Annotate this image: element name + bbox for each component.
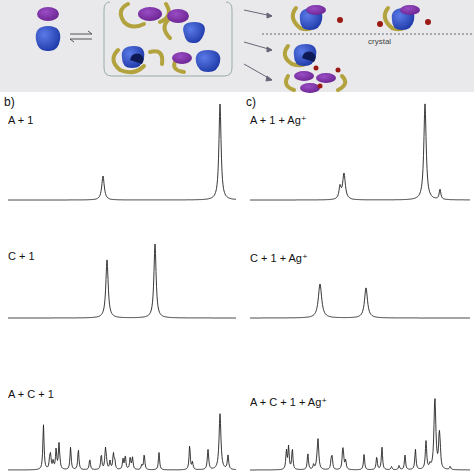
panel-letter: b)	[4, 96, 15, 109]
spectrum-label: C + 1	[8, 250, 35, 262]
dotted-divider	[262, 34, 474, 35]
scheme-panel	[0, 0, 474, 92]
complexes	[113, 4, 220, 72]
nmr-trace	[8, 244, 236, 318]
spectrum-label: A + 1 + Ag⁺	[250, 114, 307, 126]
silver-aggregate	[286, 66, 345, 94]
phase-label: crystal	[368, 38, 391, 47]
reaction-arrows	[244, 10, 272, 81]
nmr-trace	[250, 104, 470, 200]
solution-complex	[285, 44, 316, 66]
spectrum-label: A + C + 1 + Ag⁺	[250, 396, 327, 408]
nmr-trace	[250, 284, 470, 318]
spectrum-label: A + 1	[8, 114, 33, 126]
spectrum-label: C + 1 + Ag⁺	[250, 252, 308, 264]
host-blob	[36, 26, 61, 51]
guest-oval	[37, 7, 59, 21]
panel-letter: c)	[246, 96, 256, 109]
spectrum-label: A + C + 1	[8, 388, 54, 400]
crystal-complexes	[293, 5, 431, 30]
bracket	[104, 2, 232, 76]
nmr-trace	[250, 399, 470, 470]
nmr-trace	[8, 104, 236, 200]
equilibrium-arrows	[70, 31, 92, 42]
nmr-trace	[8, 414, 236, 470]
